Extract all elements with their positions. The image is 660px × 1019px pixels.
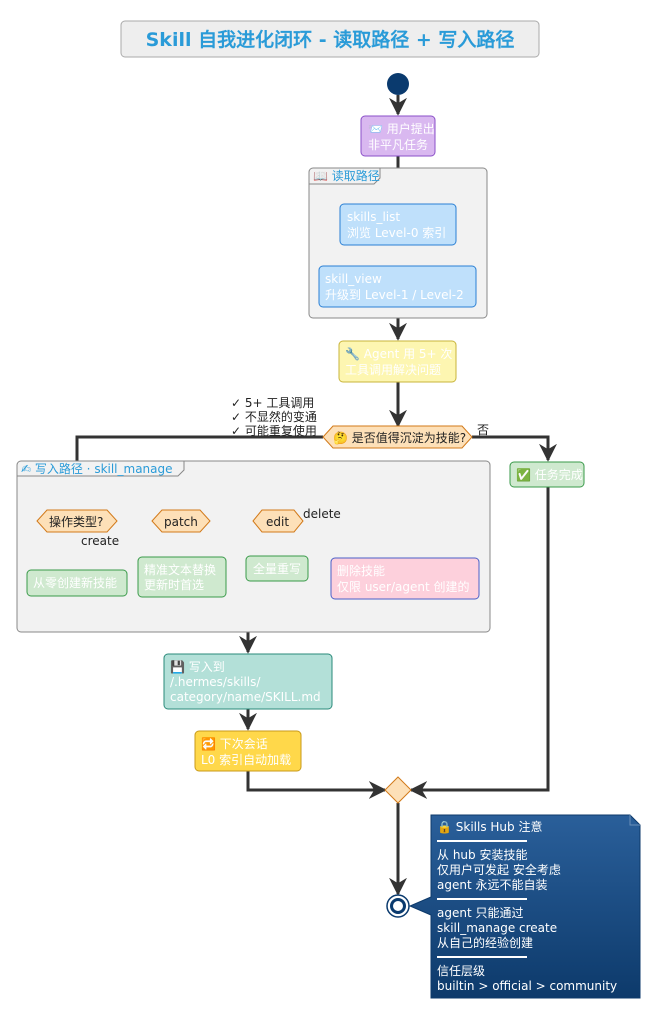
svg-text:非平凡任务: 非平凡任务 <box>368 137 428 152</box>
svg-text:仅用户可发起 安全考虑: 仅用户可发起 安全考虑 <box>437 862 561 877</box>
svg-text:edit: edit <box>266 515 289 529</box>
svg-text:Skill 自我进化闭环 - 读取路径 + 写入路径: Skill 自我进化闭环 - 读取路径 + 写入路径 <box>146 28 515 51</box>
skills-hub-note: 🔒 Skills Hub 注意 从 hub 安装技能 仅用户可发起 安全考虑 a… <box>408 814 641 999</box>
worth-skill-decision: 🤔 是否值得沉淀为技能? <box>322 425 473 449</box>
svg-text:从零创建新技能: 从零创建新技能 <box>33 575 117 590</box>
criteria-label: ✓ 5+ 工具调用 ✓ 不显然的变通 ✓ 可能重复使用 <box>231 396 317 438</box>
svg-text:更新时首选: 更新时首选 <box>144 577 204 592</box>
edit-action-node: 全量重写 <box>245 555 309 582</box>
delete-action-node: 删除技能 仅限 user/agent 创建的 <box>330 557 480 600</box>
svg-text:工具调用解决问题: 工具调用解决问题 <box>345 363 441 377</box>
svg-text:从自己的经验创建: 从自己的经验创建 <box>437 935 533 950</box>
agent-tools-node: 🔧 Agent 用 5+ 次 工具调用解决问题 <box>338 340 457 383</box>
op-type-decision: 操作类型? <box>36 509 118 533</box>
svg-text:/.hermes/skills/: /.hermes/skills/ <box>170 675 261 689</box>
no-branch-label: 否 <box>477 423 489 437</box>
svg-text:精准文本替换: 精准文本替换 <box>144 562 216 577</box>
delete-branch-label: delete <box>303 507 341 521</box>
create-action-node: 从零创建新技能 <box>26 569 128 597</box>
svg-text:升级到 Level-1 / Level-2: 升级到 Level-1 / Level-2 <box>325 288 464 302</box>
svg-text:信任层级: 信任层级 <box>437 964 485 978</box>
svg-text:skills_list: skills_list <box>347 210 400 224</box>
end-node <box>386 894 410 918</box>
edit-decision: edit <box>252 509 304 533</box>
svg-text:删除技能: 删除技能 <box>337 563 385 578</box>
svg-text:✅ 任务完成: ✅ 任务完成 <box>516 467 583 482</box>
svg-text:skill_view: skill_view <box>325 272 382 286</box>
svg-text:✓ 不显然的变通: ✓ 不显然的变通 <box>231 409 317 424</box>
patch-action-node: 精准文本替换 更新时首选 <box>137 556 227 598</box>
write-to-node: 💾 写入到 /.hermes/skills/ category/name/SKI… <box>163 653 333 710</box>
svg-text:仅限 user/agent 创建的: 仅限 user/agent 创建的 <box>337 579 470 594</box>
svg-text:📖 读取路径: 📖 读取路径 <box>313 168 380 183</box>
start-node <box>387 73 409 95</box>
svg-text:category/name/SKILL.md: category/name/SKILL.md <box>170 690 321 704</box>
svg-text:全量重写: 全量重写 <box>253 561 301 576</box>
svg-text:✓ 5+ 工具调用: ✓ 5+ 工具调用 <box>231 396 314 410</box>
svg-text:🔁 下次会话: 🔁 下次会话 <box>201 737 268 751</box>
svg-text:🤔 是否值得沉淀为技能?: 🤔 是否值得沉淀为技能? <box>333 430 466 445</box>
svg-text:agent 只能通过: agent 只能通过 <box>437 906 523 920</box>
skills-list-node: skills_list 浏览 Level-0 索引 <box>339 203 457 246</box>
task-done-node: ✅ 任务完成 <box>509 461 585 488</box>
svg-text:✍ 写入路径 · skill_manage: ✍ 写入路径 · skill_manage <box>21 461 173 476</box>
svg-text:patch: patch <box>164 515 198 529</box>
svg-text:builtin > official > community: builtin > official > community <box>437 979 617 993</box>
svg-text:agent 永远不能自装: agent 永远不能自装 <box>437 878 547 892</box>
svg-text:📨 用户提出: 📨 用户提出 <box>368 121 435 136</box>
svg-text:skill_manage create: skill_manage create <box>437 921 557 935</box>
create-branch-label: create <box>81 534 119 548</box>
user-task-node: 📨 用户提出 非平凡任务 <box>360 115 436 157</box>
svg-text:浏览 Level-0 索引: 浏览 Level-0 索引 <box>347 225 446 240</box>
next-session-node: 🔁 下次会话 L0 索引自动加载 <box>194 730 302 772</box>
svg-text:操作类型?: 操作类型? <box>49 514 103 529</box>
patch-decision: patch <box>151 509 211 533</box>
svg-text:✓ 可能重复使用: ✓ 可能重复使用 <box>231 423 317 438</box>
skill-view-node: skill_view 升级到 Level-1 / Level-2 <box>318 265 477 308</box>
svg-text:💾 写入到: 💾 写入到 <box>170 660 225 674</box>
svg-text:从 hub 安装技能: 从 hub 安装技能 <box>437 847 527 862</box>
svg-text:🔒 Skills Hub 注意: 🔒 Skills Hub 注意 <box>437 819 542 834</box>
diagram-title: Skill 自我进化闭环 - 读取路径 + 写入路径 <box>120 20 540 58</box>
merge-node <box>384 776 412 804</box>
svg-text:L0 索引自动加载: L0 索引自动加载 <box>201 753 291 767</box>
svg-text:🔧 Agent 用 5+ 次: 🔧 Agent 用 5+ 次 <box>345 346 452 361</box>
